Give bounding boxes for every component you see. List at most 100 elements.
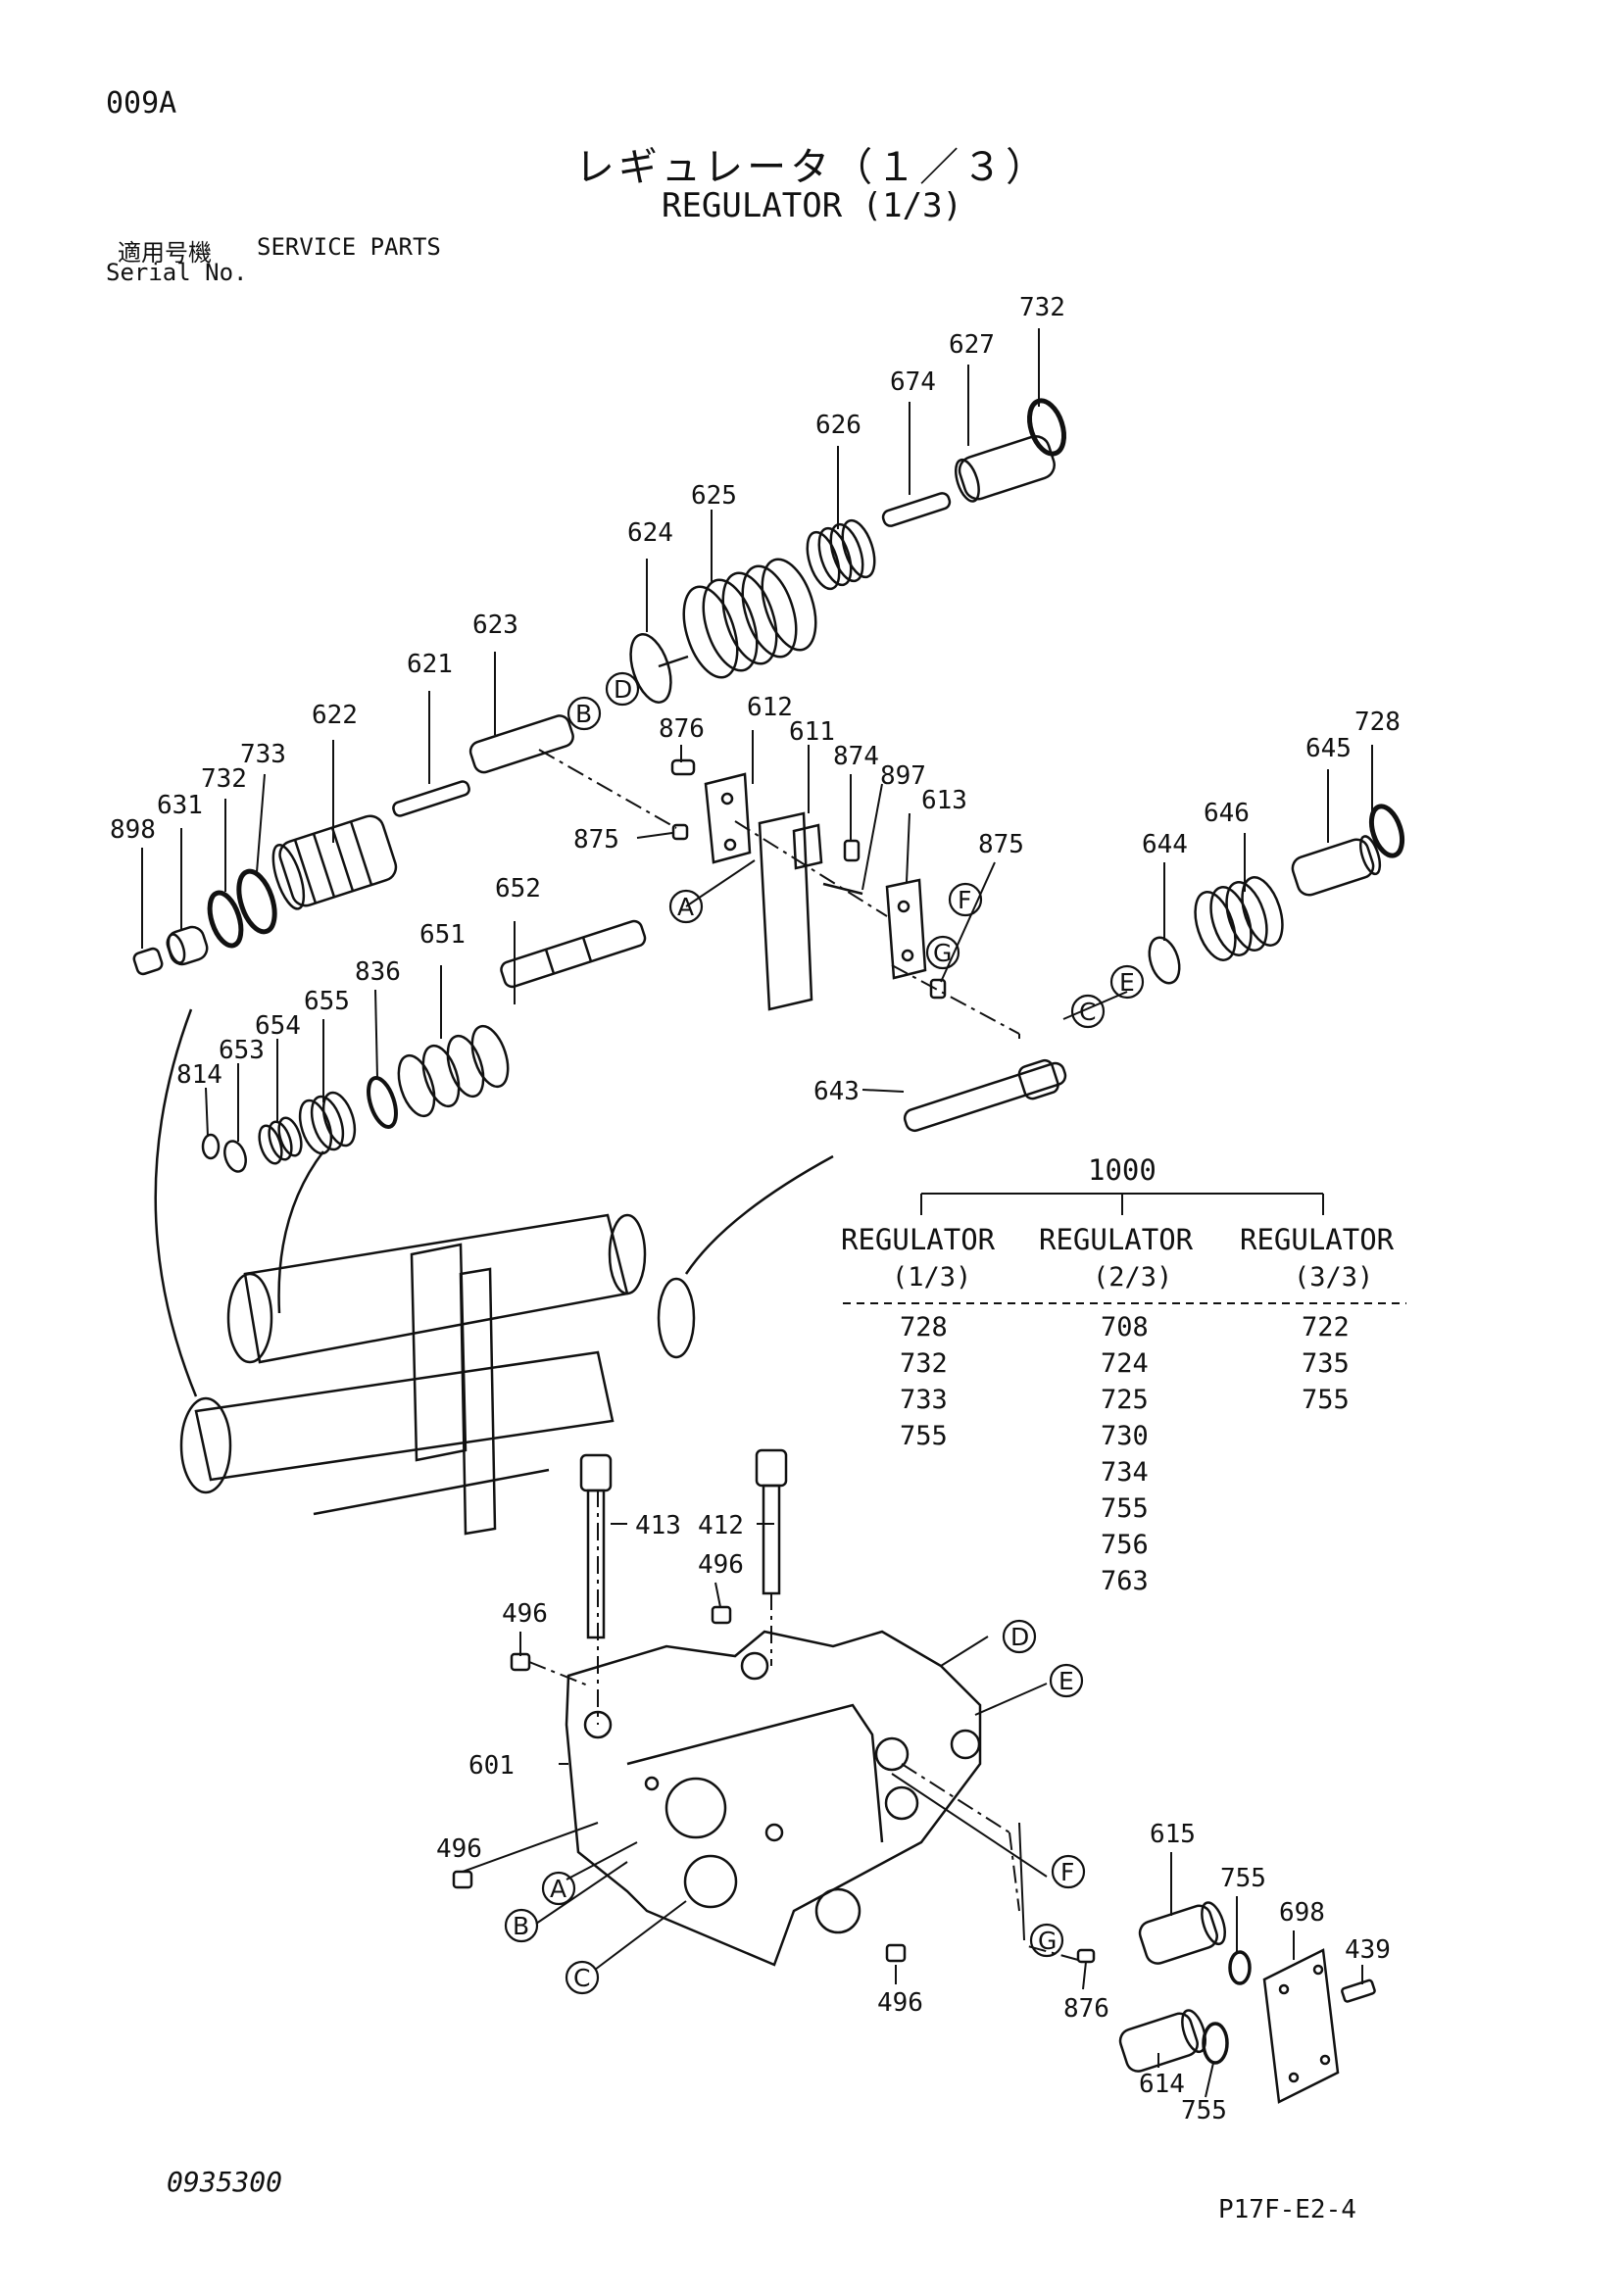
service-parts-label: SERVICE PARTS	[257, 233, 441, 261]
part-496-plug-2	[711, 1605, 732, 1625]
callout-a: A	[550, 1875, 566, 1903]
label-part-732: 732	[201, 764, 247, 794]
part-412-bolt	[755, 1448, 788, 1595]
part-644-washer	[1148, 936, 1181, 985]
label-part-836: 836	[355, 957, 401, 987]
drawing-code: 009A	[106, 86, 177, 121]
label-part-733: 733	[240, 740, 286, 769]
kit-assembly-number: 1000	[1088, 1153, 1156, 1187]
part-876-pin-lower	[1076, 1948, 1096, 1964]
label-part-651: 651	[419, 920, 466, 950]
part-646-spring	[1194, 876, 1284, 961]
kit-item: 732	[900, 1348, 948, 1379]
label-part-698: 698	[1279, 1898, 1325, 1928]
part-631-bushing	[166, 925, 209, 966]
part-755-ring-upper	[1228, 1950, 1252, 1985]
part-413-bolt	[579, 1453, 613, 1639]
part-496-plug-1	[510, 1652, 531, 1672]
label-part-643: 643	[813, 1077, 860, 1106]
kit-column-sub: (1/3)	[892, 1262, 971, 1293]
label-part-626: 626	[815, 411, 861, 440]
kit-item: 734	[1101, 1457, 1149, 1488]
label-part-875: 875	[978, 830, 1024, 859]
label-part-496: 496	[436, 1834, 482, 1864]
callout-b: B	[513, 1912, 529, 1940]
part-875-pin-left	[671, 823, 689, 841]
part-874-pin	[843, 839, 861, 862]
page-title: REGULATOR (1/3)	[661, 186, 963, 225]
applicable-models-label: 適用号機	[118, 239, 212, 267]
kit-item: 724	[1101, 1348, 1149, 1379]
kit-item: 755	[1302, 1385, 1350, 1415]
callout-g: G	[1038, 1927, 1057, 1955]
label-part-897: 897	[880, 761, 926, 791]
part-496-plug-3	[452, 1870, 473, 1889]
kit-column-sub: (3/3)	[1294, 1262, 1373, 1293]
part-876-pin	[670, 758, 696, 776]
label-part-644: 644	[1142, 830, 1188, 859]
label-part-898: 898	[110, 815, 156, 845]
kit-item: 763	[1101, 1566, 1149, 1596]
label-part-645: 645	[1305, 734, 1352, 763]
label-part-874: 874	[833, 742, 879, 771]
kit-item: 756	[1101, 1530, 1149, 1560]
label-part-728: 728	[1354, 708, 1401, 737]
label-part-755: 755	[1181, 2096, 1227, 2125]
label-part-412: 412	[698, 1511, 744, 1540]
label-part-601: 601	[468, 1751, 515, 1781]
callout-d: D	[1010, 1623, 1029, 1651]
part-733-oring	[236, 868, 277, 935]
kit-item: 733	[900, 1385, 948, 1415]
kit-column-header: REGULATOR	[841, 1223, 996, 1256]
part-627-plug	[955, 435, 1056, 503]
kit-item: 755	[1101, 1493, 1149, 1524]
callout-f: F	[1060, 1858, 1074, 1886]
part-621-pin	[392, 780, 470, 817]
part-651-sleeve	[397, 1024, 510, 1118]
part-732-top-oring	[1026, 398, 1067, 457]
kit-item: 708	[1101, 1312, 1149, 1343]
part-755-ring-lower	[1202, 2022, 1229, 2065]
callout-f: F	[958, 886, 971, 914]
label-part-615: 615	[1150, 1820, 1196, 1849]
part-654-spring	[258, 1116, 303, 1165]
label-part-613: 613	[921, 786, 967, 815]
label-part-674: 674	[890, 367, 936, 397]
label-part-646: 646	[1204, 799, 1250, 828]
label-part-439: 439	[1345, 1935, 1391, 1965]
part-652-spool	[500, 919, 647, 989]
part-622-sleeve	[271, 814, 398, 910]
part-611-lever	[758, 811, 823, 1011]
page-title-japanese: レギュレータ（１／３）	[574, 145, 1050, 190]
part-439-screw	[1341, 1978, 1376, 2003]
label-part-623: 623	[472, 611, 518, 640]
label-part-622: 622	[312, 701, 358, 730]
part-732-oring	[207, 890, 244, 949]
label-part-627: 627	[949, 330, 995, 360]
label-part-624: 624	[627, 518, 673, 548]
label-part-814: 814	[176, 1060, 222, 1090]
label-part-652: 652	[495, 874, 541, 904]
part-814-snap-ring	[201, 1133, 221, 1160]
part-698-cover	[1262, 1948, 1340, 2104]
label-part-612: 612	[747, 693, 793, 722]
part-643-piston	[903, 1058, 1067, 1133]
kit-item: 722	[1302, 1312, 1350, 1343]
kit-column-sub: (2/3)	[1093, 1262, 1172, 1293]
part-625-spring	[682, 558, 817, 679]
callout-e: E	[1119, 968, 1135, 997]
kit-item: 755	[900, 1421, 948, 1451]
part-615-piston	[1138, 1901, 1226, 1965]
label-part-875: 875	[573, 825, 619, 855]
label-part-755: 755	[1220, 1864, 1266, 1893]
callout-e: E	[1058, 1667, 1074, 1695]
label-part-876: 876	[659, 714, 705, 744]
part-728-oring	[1368, 804, 1405, 858]
part-653-seat	[223, 1140, 247, 1173]
callout-g: G	[933, 939, 952, 967]
label-part-496: 496	[877, 1988, 923, 2018]
part-614-piston	[1118, 2009, 1206, 2073]
part-875-pin-right	[929, 978, 947, 1000]
part-674-rod	[881, 492, 952, 527]
